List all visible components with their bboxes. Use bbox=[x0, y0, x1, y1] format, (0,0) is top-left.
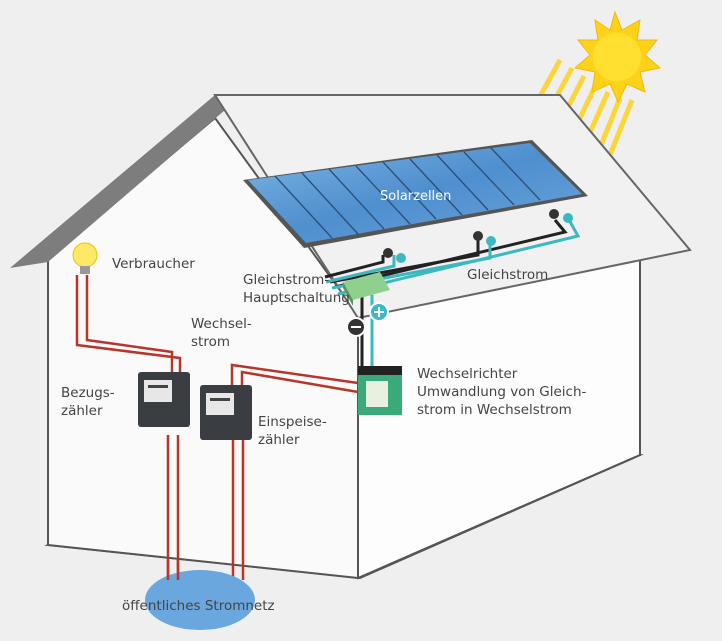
label-consumer: Verbraucher bbox=[112, 256, 195, 272]
label-consumption-meter-2: zähler bbox=[61, 403, 103, 419]
label-ac-2: strom bbox=[191, 334, 230, 350]
label-feed-in-meter-2: zähler bbox=[258, 432, 300, 448]
consumption-meter bbox=[138, 372, 190, 427]
label-ac-1: Wechsel- bbox=[191, 316, 252, 332]
polarity-markers bbox=[346, 209, 573, 337]
label-inverter-2: Umwandlung von Gleich- bbox=[417, 384, 587, 400]
ac-wires bbox=[75, 275, 359, 580]
label-solar-cells: Solarzellen bbox=[380, 189, 451, 204]
label-public-grid: öffentliches Stromnetz bbox=[122, 598, 275, 614]
label-feed-in-meter-1: Einspeise- bbox=[258, 414, 327, 430]
feed-in-meter bbox=[200, 385, 252, 440]
solar-panel bbox=[243, 140, 588, 248]
label-direct-current: Gleichstrom bbox=[467, 267, 548, 283]
label-dc-main-switch-1: Gleichstrom- bbox=[243, 272, 329, 288]
label-dc-main-switch-2: Hauptschaltung bbox=[243, 290, 350, 306]
lightbulb-icon bbox=[72, 242, 98, 274]
dc-main-switch bbox=[343, 272, 390, 306]
inverter bbox=[358, 366, 402, 415]
label-consumption-meter-1: Bezugs- bbox=[61, 385, 115, 401]
public-grid-pool bbox=[145, 570, 255, 630]
dc-wires bbox=[324, 217, 581, 375]
label-inverter-1: Wechselrichter bbox=[417, 366, 518, 382]
roof-eave bbox=[10, 95, 225, 268]
sun-icon bbox=[573, 10, 662, 104]
label-inverter-3: strom in Wechselstrom bbox=[417, 402, 572, 418]
